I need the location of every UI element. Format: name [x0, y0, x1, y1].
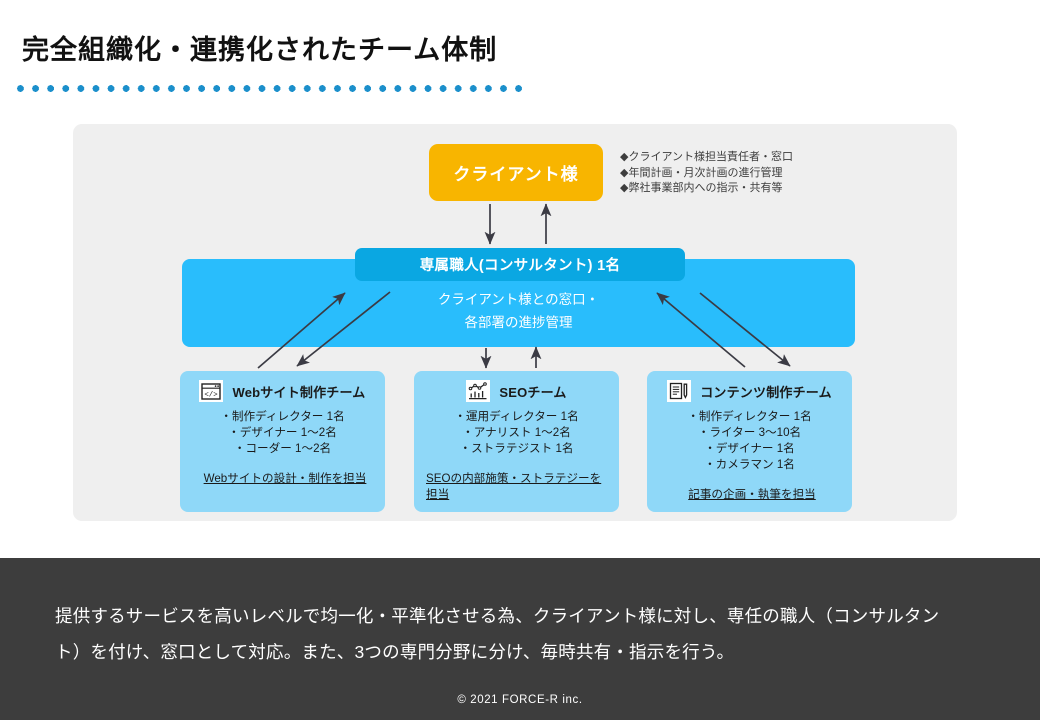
team-member-list: ・制作ディレクター 1名 ・デザイナー 1〜2名 ・コーダー 1〜2名	[180, 409, 385, 457]
team-member: ・デザイナー 1名	[704, 442, 795, 455]
footer-summary-line-2: ト）を付け、窓口として対応。また、3つの専門分野に分け、毎時共有・指示を行う。	[55, 642, 735, 662]
footer-band	[0, 558, 1040, 720]
team-member-list: ・運用ディレクター 1名 ・アナリスト 1〜2名 ・ストラテジスト 1名	[414, 409, 619, 457]
document-pen-icon	[667, 380, 692, 402]
client-box-label: クライアント様	[453, 165, 579, 184]
client-note-3: ◆弊社事業部内への指示・共有等	[620, 182, 783, 195]
client-note-1: ◆クライアント様担当責任者・窓口	[620, 151, 794, 163]
client-box: クライアント様	[429, 144, 603, 201]
team-member: ・運用ディレクター 1名	[454, 410, 579, 423]
team-card-header: コンテンツ制作チーム	[647, 380, 852, 402]
consultant-pill: 専属職人(コンサルタント) 1名	[355, 248, 685, 281]
page-title: 完全組織化・連携化されたチーム体制	[22, 35, 498, 65]
svg-text:</>: </>	[205, 391, 219, 399]
team-card-title: Webサイト制作チーム	[232, 384, 366, 400]
consultant-band-line-2: 各部署の進捗管理	[464, 315, 573, 330]
team-card-seo: SEOチーム ・運用ディレクター 1名 ・アナリスト 1〜2名 ・ストラテジスト…	[414, 371, 619, 512]
team-role-description: SEOの内部施策・ストラテジーを担当	[426, 472, 602, 501]
footer-summary-line-1: 提供するサービスを高いレベルで均一化・平準化させる為、クライアント様に対し、専任…	[55, 606, 940, 626]
team-member: ・ライター 3〜10名	[697, 426, 802, 439]
client-note-2: ◆年間計画・月次計画の進行管理	[620, 166, 783, 179]
team-member: ・制作ディレクター 1名	[220, 410, 345, 423]
client-responsibility-notes: ◆クライアント様担当責任者・窓口 ◆年間計画・月次計画の進行管理 ◆弊社事業部内…	[620, 150, 793, 197]
team-card-header: SEOチーム	[414, 380, 619, 402]
team-card-content: コンテンツ制作チーム ・制作ディレクター 1名 ・ライター 3〜10名 ・デザイ…	[647, 371, 852, 512]
consultant-band-description: クライアント様との窓口・ 各部署の進捗管理	[182, 288, 855, 334]
team-card-header: </> Webサイト制作チーム	[180, 380, 385, 402]
code-window-icon: </>	[199, 380, 224, 402]
team-member-list: ・制作ディレクター 1名 ・ライター 3〜10名 ・デザイナー 1名 ・カメラマ…	[647, 409, 852, 473]
consultant-pill-label: 専属職人(コンサルタント) 1名	[419, 258, 621, 274]
consultant-band-line-1: クライアント様との窓口・	[437, 292, 600, 307]
title-dotted-divider	[16, 84, 524, 94]
copyright-notice: © 2021 FORCE-R inc.	[457, 694, 583, 706]
team-member: ・コーダー 1〜2名	[233, 442, 332, 455]
bar-chart-icon	[466, 380, 491, 402]
team-member: ・ストラテジスト 1名	[459, 442, 574, 455]
team-card-title: コンテンツ制作チーム	[700, 384, 832, 400]
team-role-description: 記事の企画・執筆を担当	[688, 488, 816, 501]
team-role-description: Webサイトの設計・制作を担当	[203, 472, 367, 485]
team-card-web: </> Webサイト制作チーム ・制作ディレクター 1名 ・デザイナー 1〜2名…	[180, 371, 385, 512]
team-member: ・制作ディレクター 1名	[687, 410, 812, 423]
team-member: ・デザイナー 1〜2名	[228, 426, 337, 439]
team-member: ・カメラマン 1名	[704, 458, 795, 471]
team-member: ・アナリスト 1〜2名	[462, 426, 571, 439]
footer-summary: 提供するサービスを高いレベルで均一化・平準化させる為、クライアント様に対し、専任…	[55, 598, 1000, 670]
team-card-title: SEOチーム	[499, 384, 567, 400]
